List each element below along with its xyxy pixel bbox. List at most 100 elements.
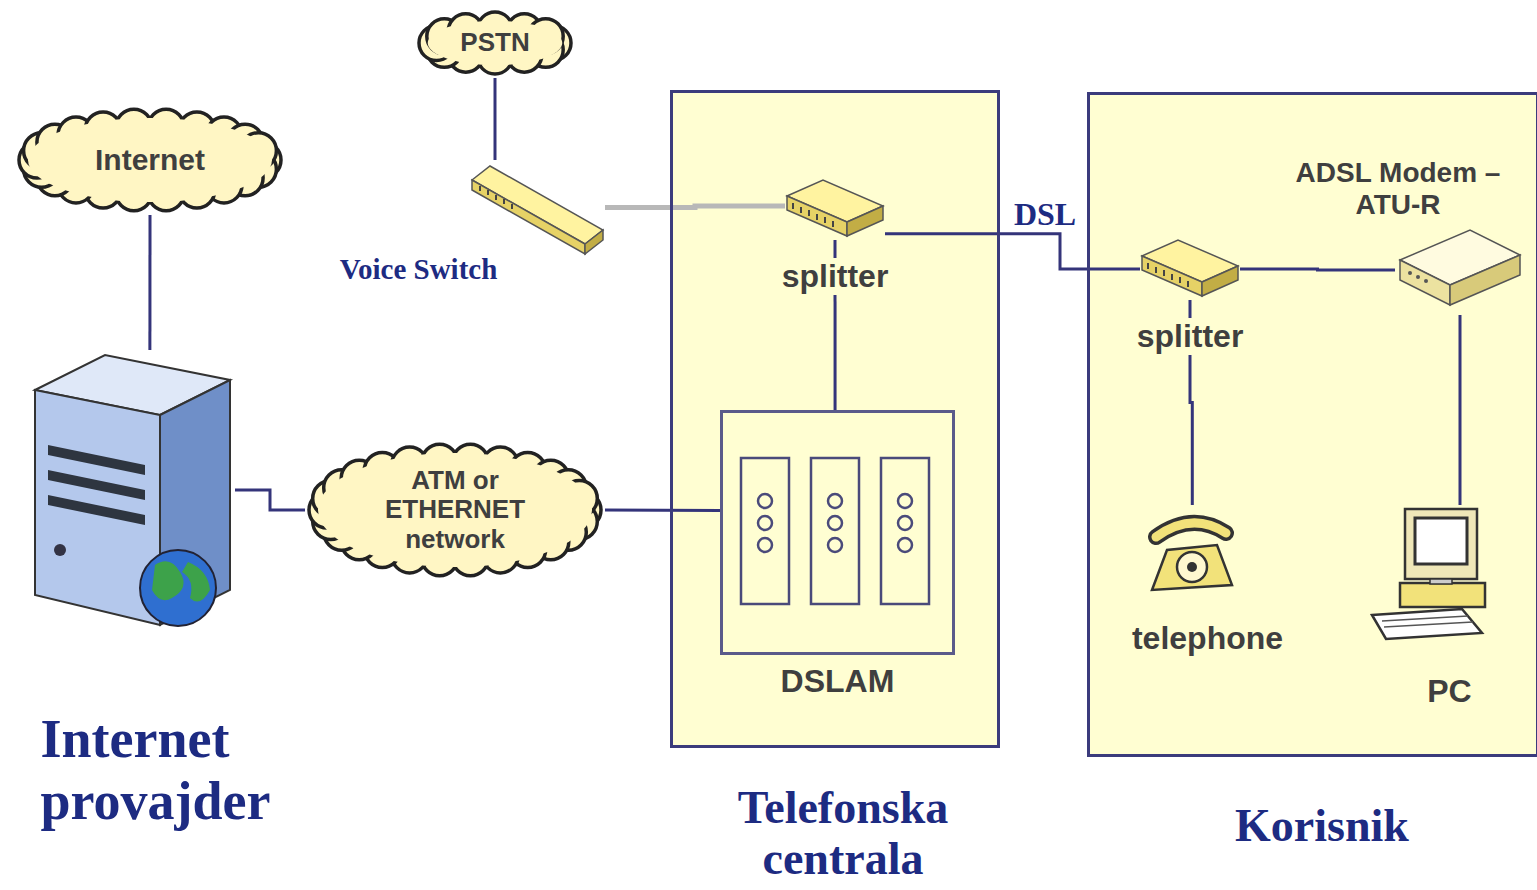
shape-part <box>1202 266 1238 296</box>
shape-part <box>1450 255 1520 305</box>
connector-line <box>1459 315 1462 505</box>
shape-part <box>472 166 603 244</box>
shape-part <box>152 561 184 600</box>
shape-part <box>898 538 912 552</box>
shape-part <box>479 186 481 191</box>
shape-part <box>48 445 145 525</box>
shape-part <box>723 413 952 652</box>
shape-part <box>511 204 513 209</box>
node-label: Telefonska centrala <box>658 783 1028 884</box>
shape-part <box>787 196 847 236</box>
shape-part <box>1179 277 1181 283</box>
shape-part <box>1384 622 1473 627</box>
cloud-label: ATM or ETHERNET network <box>355 466 555 553</box>
shape-part <box>793 203 833 227</box>
shape-part <box>758 494 772 508</box>
shape-part <box>1155 267 1157 273</box>
shape-part <box>1148 263 1188 287</box>
splitter-icon: splitter <box>1140 238 1240 300</box>
shape-part <box>1156 523 1226 537</box>
shape-part <box>1142 256 1202 296</box>
central-office-box: Telefonska centralasplitterDSLAM <box>670 90 1000 748</box>
connector-line <box>1240 269 1395 270</box>
connector-line <box>148 215 151 350</box>
shape-part <box>832 221 834 227</box>
shape-part <box>816 214 818 220</box>
shape-part <box>1187 562 1197 572</box>
shape-part <box>48 470 145 500</box>
shape-part <box>847 206 883 236</box>
network-cloud: ATM or ETHERNET network <box>305 440 605 580</box>
shape-part <box>480 186 512 209</box>
node-label: splitter <box>1134 318 1247 355</box>
shape-part <box>792 203 794 209</box>
shape-part <box>1382 616 1473 627</box>
shape-part <box>1405 509 1477 579</box>
shape-part <box>472 180 585 254</box>
box-fill <box>670 90 1000 748</box>
telephone-icon: telephone <box>1142 505 1237 600</box>
shape-part <box>1416 275 1420 279</box>
shape-part <box>828 494 842 508</box>
shape-part <box>800 207 802 213</box>
shape-part <box>28 118 272 202</box>
node-label: Internet provajder <box>41 708 341 832</box>
shape-part <box>898 516 912 530</box>
shape-part <box>48 495 145 525</box>
pstn-cloud: PSTN <box>415 8 575 78</box>
shape-part <box>741 458 929 604</box>
shape-part <box>1408 271 1428 283</box>
shape-part <box>54 544 66 556</box>
node-label: PC <box>1424 673 1474 710</box>
shape-part <box>824 217 826 223</box>
shape-part <box>1147 263 1149 269</box>
shape-part <box>1430 579 1452 584</box>
node-label: telephone <box>1129 620 1286 657</box>
shape-part <box>428 21 563 66</box>
shape-part <box>1400 260 1450 305</box>
shape-part <box>1156 523 1226 537</box>
shape-part <box>808 210 810 216</box>
shape-part <box>1171 274 1173 280</box>
shape-part <box>785 178 885 240</box>
shape-part <box>758 516 772 530</box>
node-label: DSLAM <box>778 663 898 700</box>
node-label: Korisnik <box>1235 800 1409 853</box>
customer-box: KorisniksplitterADSL Modem – ATU-Rteleph… <box>1087 92 1537 757</box>
shape-part <box>1142 505 1237 600</box>
shape-part <box>1372 609 1482 639</box>
shape-part <box>487 190 489 195</box>
shape-part <box>1140 238 1240 300</box>
dslam-box: DSLAM <box>720 410 955 655</box>
shape-part <box>585 230 603 254</box>
shape-part <box>1370 505 1505 640</box>
node-label: ADSL Modem – ATU-R <box>1281 157 1516 221</box>
connector-line <box>494 78 497 160</box>
internet-cloud: Internet <box>15 105 285 215</box>
cloud-label: PSTN <box>460 28 529 58</box>
connector-line <box>235 490 305 510</box>
shape-part <box>828 516 842 530</box>
node-label: Voice Switch <box>340 253 498 286</box>
shape-part <box>48 445 145 475</box>
shape-part <box>495 195 497 200</box>
shape-part <box>898 494 912 508</box>
shape-part <box>1400 583 1485 607</box>
shape-part <box>318 453 592 567</box>
box-fill <box>1087 92 1537 757</box>
adsl-modem: ADSL Modem – ATU-R <box>1395 225 1525 315</box>
node-label: splitter <box>779 258 892 295</box>
shape-part <box>828 538 842 552</box>
shape-part <box>1424 279 1428 283</box>
isp-server: Internet provajder <box>30 350 235 630</box>
shape-part <box>470 160 605 255</box>
shape-part <box>1177 552 1207 582</box>
edge-label: DSL <box>1014 198 1076 230</box>
shape-part <box>30 350 235 630</box>
connector-line <box>605 509 720 512</box>
shape-part <box>811 458 859 604</box>
shape-part <box>1152 545 1232 590</box>
connector-line <box>605 206 785 208</box>
